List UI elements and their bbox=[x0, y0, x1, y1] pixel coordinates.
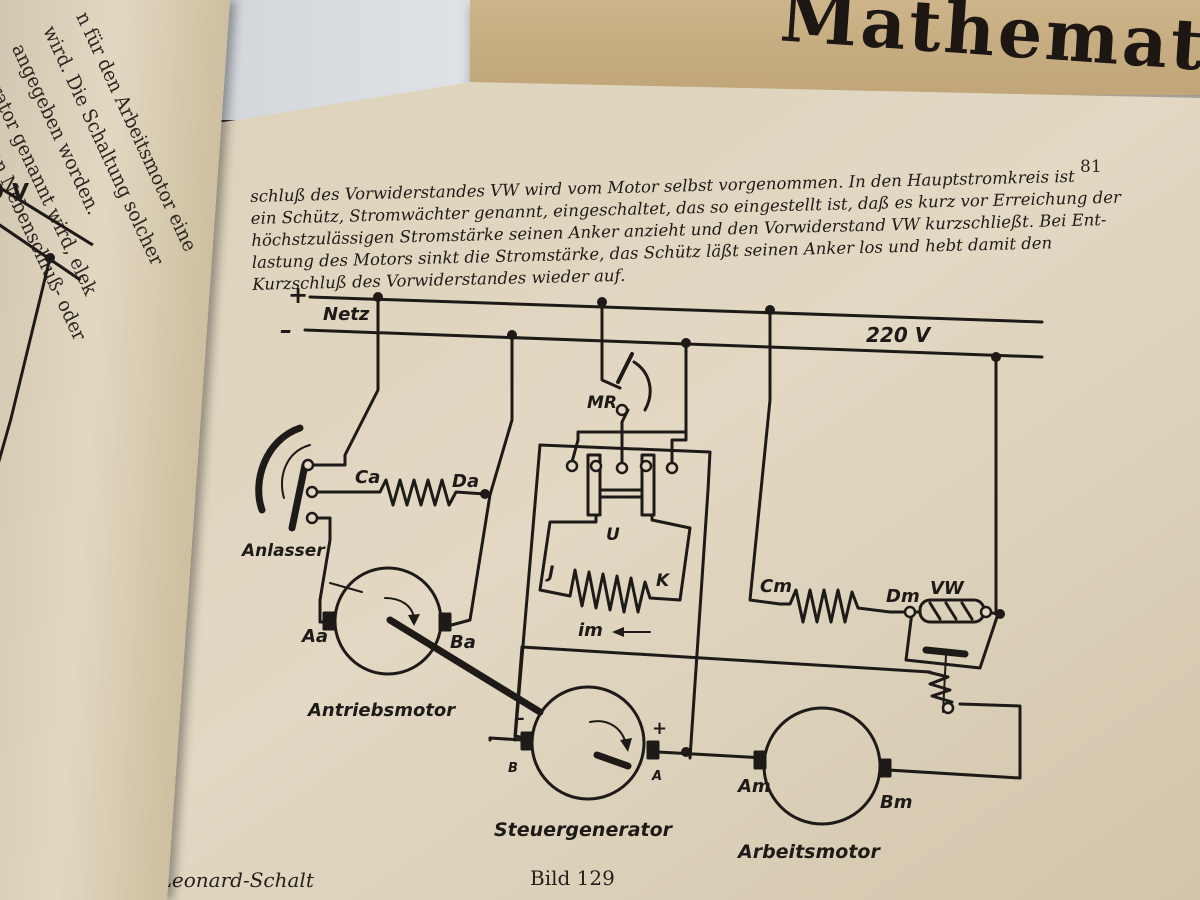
label-gen-plus: + bbox=[652, 718, 667, 739]
label-k: K bbox=[656, 571, 671, 591]
label-mr: MR bbox=[587, 393, 617, 413]
label-bm: Bm bbox=[880, 792, 912, 813]
label-u: U bbox=[606, 525, 620, 545]
left-page-text: n für den Arbeitsmotor eine wird. Die Sc… bbox=[0, 0, 230, 900]
label-plus: + bbox=[288, 281, 308, 309]
label-vw: VW bbox=[930, 578, 965, 599]
label-ba: Ba bbox=[450, 632, 476, 653]
label-cm: Cm bbox=[760, 576, 792, 597]
label-anlasser: Anlasser bbox=[240, 541, 326, 561]
label-ca: Ca bbox=[355, 467, 380, 488]
label-j: J bbox=[545, 563, 554, 583]
label-dm: Dm bbox=[886, 586, 920, 607]
label-aa: Aa bbox=[300, 626, 328, 647]
label-a: A bbox=[651, 769, 662, 784]
label-netz: Netz bbox=[323, 304, 370, 325]
page-number: 81 bbox=[1080, 157, 1102, 177]
label-arbeitsmotor: Arbeitsmotor bbox=[736, 841, 881, 863]
label-steuergenerator: Steuergenerator bbox=[494, 819, 674, 841]
label-minus: – bbox=[280, 316, 292, 344]
label-im: im bbox=[578, 620, 603, 641]
label-voltage: 220 V bbox=[866, 323, 932, 347]
label-antriebsmotor: Antriebsmotor bbox=[306, 700, 456, 721]
label-am: Am bbox=[736, 776, 771, 797]
left-diagram-fragment bbox=[0, 178, 94, 561]
book-cover: Mathematik bbox=[470, 0, 1200, 95]
figure-caption: Bild 129 bbox=[530, 866, 615, 890]
label-b: B bbox=[508, 761, 518, 776]
left-page: n für den Arbeitsmotor eine wird. Die Sc… bbox=[0, 0, 231, 900]
label-gen-minus: – bbox=[516, 708, 525, 729]
label-da: Da bbox=[452, 471, 479, 492]
